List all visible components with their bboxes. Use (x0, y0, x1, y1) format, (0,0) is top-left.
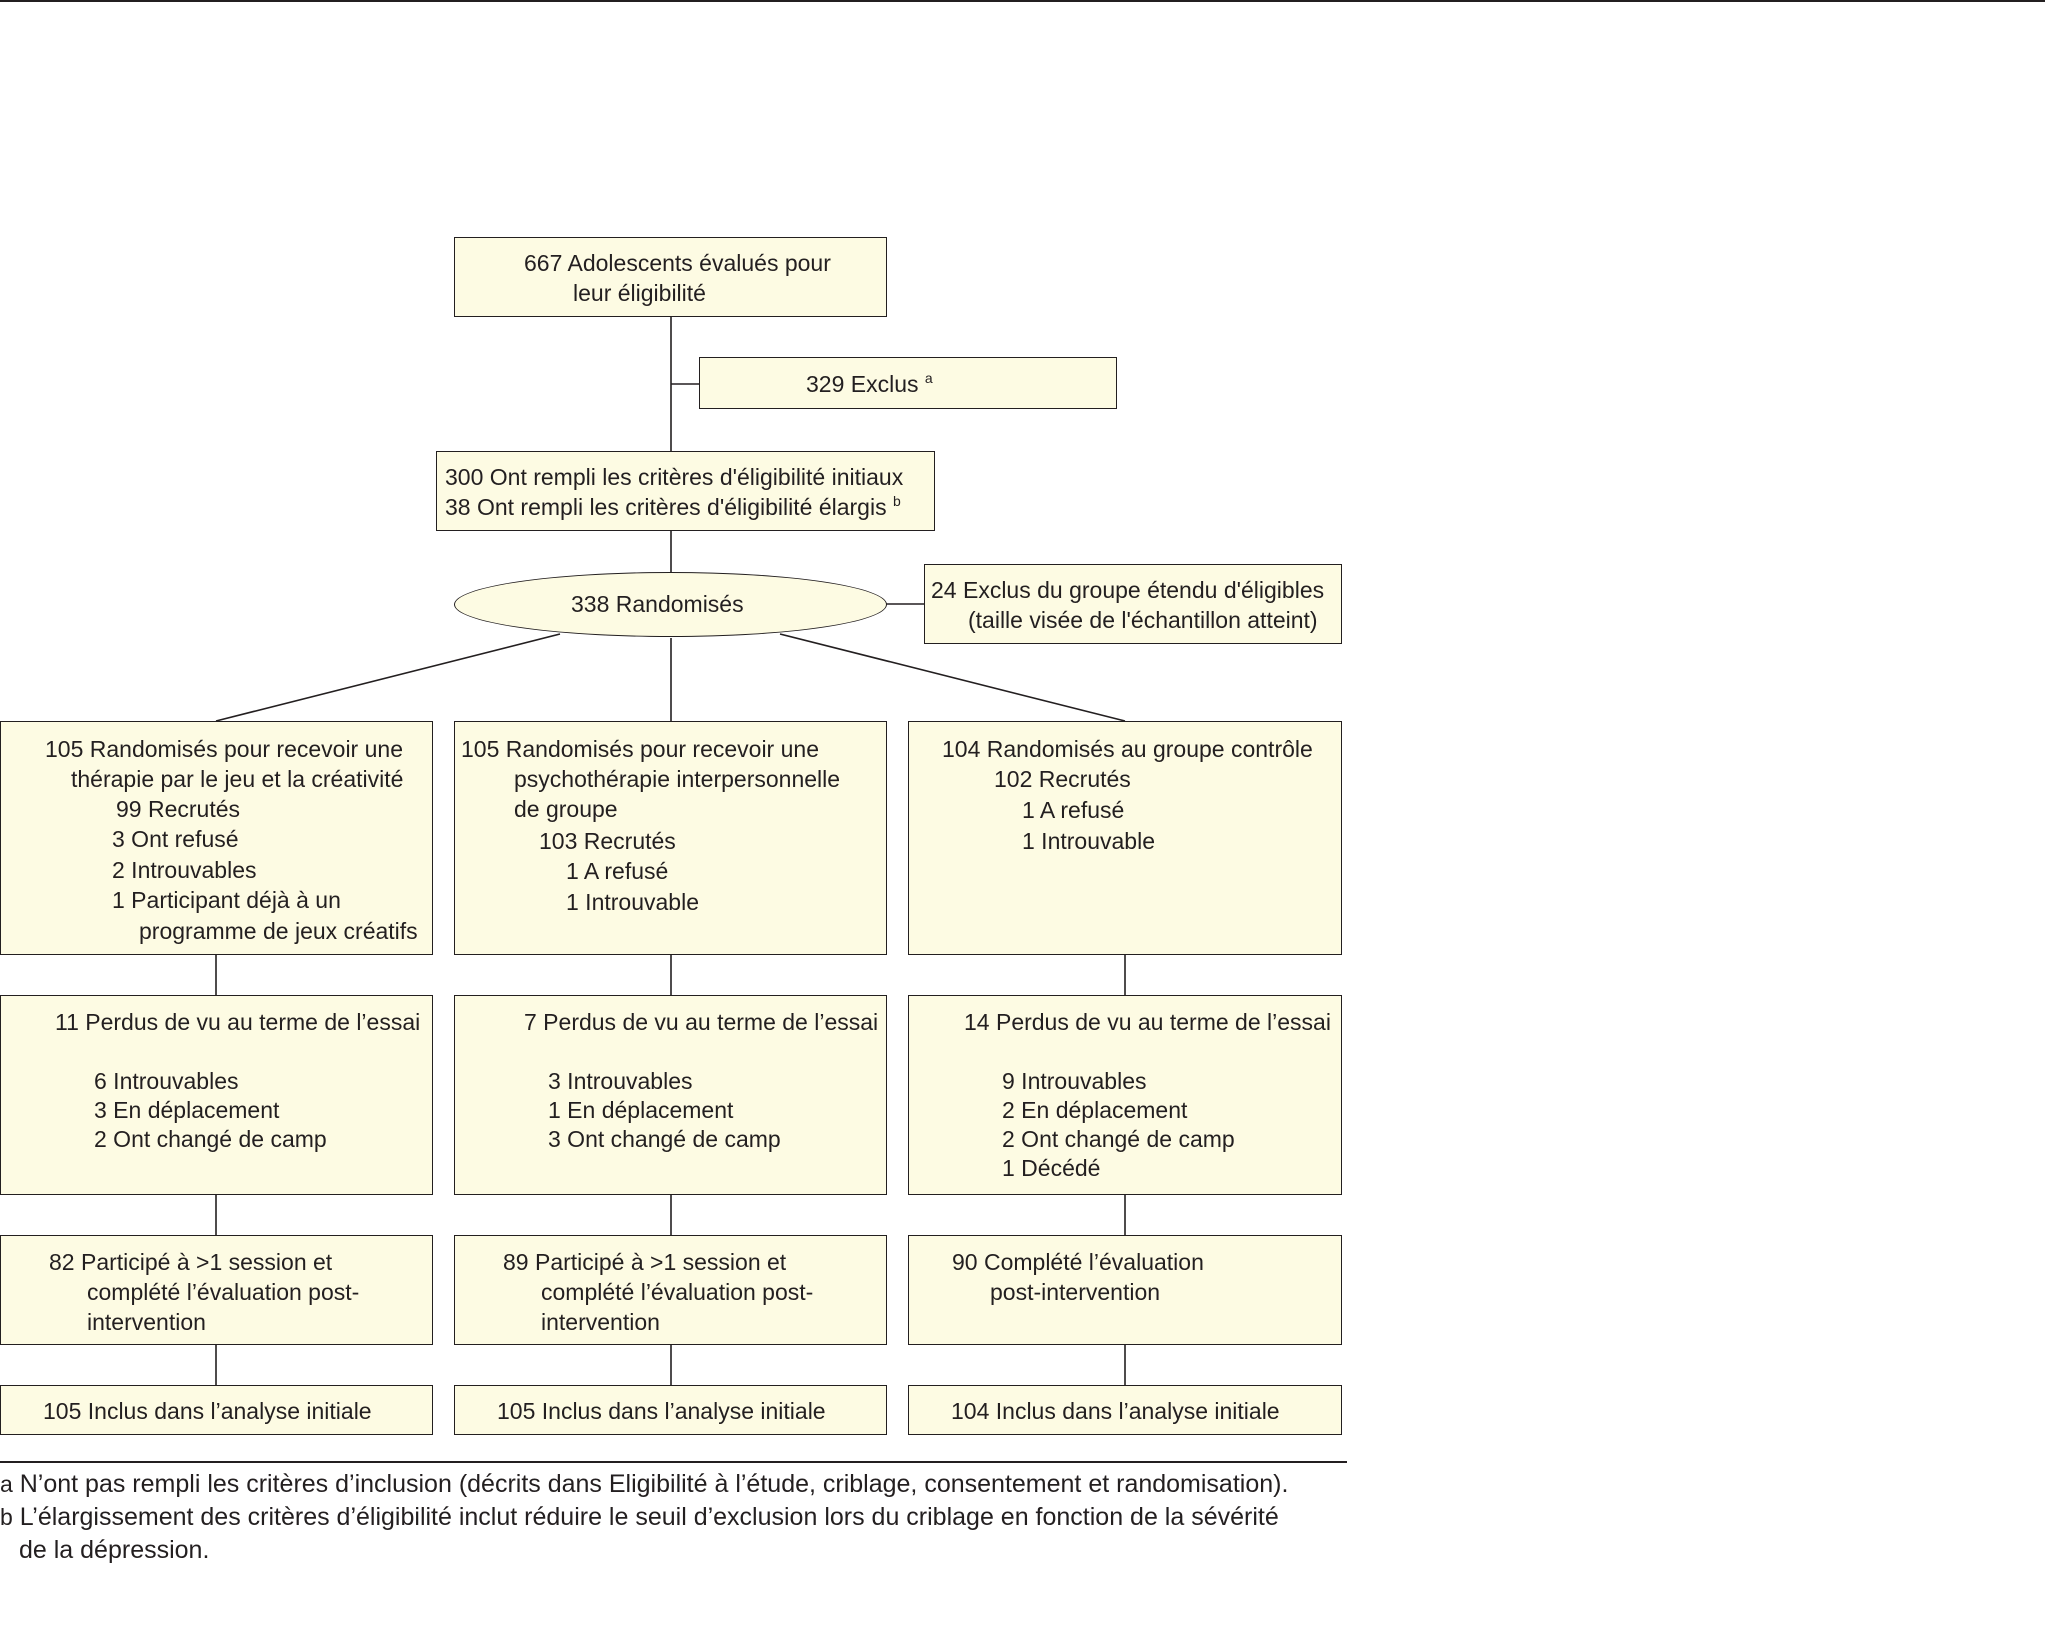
randomized-text: 338 Randomisés (571, 591, 744, 617)
arm2-allocation-line: 1 Introuvable (566, 889, 699, 915)
arm1-allocation-line: 3 Ont refusé (112, 826, 239, 852)
excluded-pool-line2: (taille visée de l'échantillon atteint) (968, 607, 1318, 633)
eligible-footnote-mark: b (892, 493, 901, 509)
arm2-lost-line: 3 Ont changé de camp (548, 1126, 781, 1152)
arm3-participated-box: 90 Complété l’évaluation post-interventi… (908, 1235, 1342, 1345)
arm1-participated-box: 82 Participé à >1 session et complété l’… (0, 1235, 433, 1345)
arm1-participated-line: complété l’évaluation post- (87, 1279, 360, 1305)
arm2-allocation-line: 1 A refusé (566, 858, 669, 884)
arm2-allocation-line: psychothérapie interpersonnelle (514, 766, 841, 792)
arm1-participated-line: intervention (87, 1309, 206, 1335)
eligible-line2: 38 Ont rempli les critères d'éligibilité… (445, 493, 901, 520)
footnote-a-text: N’ont pas rempli les critères d’inclusio… (19, 1470, 1289, 1498)
arm3-lost-line: 9 Introuvables (1002, 1068, 1147, 1094)
arm3-participated-line: post-intervention (990, 1279, 1161, 1305)
arm3-lost-box: 14 Perdus de vu au terme de l’essai 9 In… (908, 995, 1342, 1195)
excluded-text: 329 Exclus a (806, 370, 933, 397)
arm3-participated-line: 90 Complété l’évaluation (952, 1249, 1204, 1275)
arm3-allocation-line: 102 Recrutés (994, 766, 1131, 792)
randomized-ellipse: 338 Randomisés (454, 572, 887, 637)
assessed-line2: leur éligibilité (573, 280, 706, 306)
footnote-b: b L’élargissement des critères d’éligibi… (0, 1501, 1279, 1534)
arm2-allocation-box: 105 Randomisés pour recevoir une psychot… (454, 721, 887, 955)
arm3-lost-line: 1 Décédé (1002, 1155, 1101, 1181)
arm1-allocation-line: 105 Randomisés pour recevoir une (45, 736, 403, 762)
arm2-allocation-line: de groupe (514, 796, 618, 822)
arm3-lost-line: 2 En déplacement (1002, 1097, 1188, 1123)
assessed-box: 667 Adolescents évalués pour leur éligib… (454, 237, 887, 317)
arm3-analysed-box: 104 Inclus dans l’analyse initiale (908, 1385, 1342, 1435)
arm1-allocation-line: thérapie par le jeu et la créativité (71, 766, 404, 792)
arm3-lost-line: 2 Ont changé de camp (1002, 1126, 1235, 1152)
arm2-participated-line: intervention (541, 1309, 660, 1335)
arm1-lost-line: 6 Introuvables (94, 1068, 239, 1094)
arm1-allocation-line: 1 Participant déjà à un (112, 887, 341, 913)
footnote-b-text: L’élargissement des critères d’éligibili… (19, 1503, 1279, 1531)
arm3-allocation-line: 1 A refusé (1022, 797, 1125, 823)
arm2-allocation-line: 103 Recrutés (539, 828, 676, 854)
footnote-b-continuation: de la dépression. (19, 1536, 210, 1564)
arm1-allocation-line: 99 Recrutés (116, 796, 241, 822)
arm3-allocation-box: 104 Randomisés au groupe contrôle 102 Re… (908, 721, 1342, 955)
arm1-participated-line: 82 Participé à >1 session et (49, 1249, 333, 1275)
arm1-lost-line: 2 Ont changé de camp (94, 1126, 327, 1152)
footnote-a: a N’ont pas rempli les critères d’inclus… (0, 1468, 1288, 1501)
assessed-line1: 667 Adolescents évalués pour (524, 250, 831, 276)
excluded-footnote-mark: a (924, 370, 933, 386)
arm2-participated-line: 89 Participé à >1 session et (503, 1249, 787, 1275)
arm2-analysed-text: 105 Inclus dans l’analyse initiale (497, 1398, 826, 1424)
arm3-allocation-line: 104 Randomisés au groupe contrôle (942, 736, 1313, 762)
arm1-lost-line: 3 En déplacement (94, 1097, 280, 1123)
excluded-pool-line1: 24 Exclus du groupe étendu d'éligibles (931, 577, 1325, 603)
arm2-participated-box: 89 Participé à >1 session et complété l’… (454, 1235, 887, 1345)
arm3-allocation-line: 1 Introuvable (1022, 828, 1155, 854)
excluded-pool-box: 24 Exclus du groupe étendu d'éligibles (… (924, 564, 1342, 644)
arm2-lost-line: 1 En déplacement (548, 1097, 734, 1123)
arm2-allocation-line: 105 Randomisés pour recevoir une (461, 736, 819, 762)
connector-randomized-arm1 (215, 633, 561, 722)
arm3-analysed-text: 104 Inclus dans l’analyse initiale (951, 1398, 1280, 1424)
eligible-line1: 300 Ont rempli les critères d'éligibilit… (445, 464, 904, 490)
top-rule (0, 0, 2045, 2)
arm2-analysed-box: 105 Inclus dans l’analyse initiale (454, 1385, 887, 1435)
arm1-allocation-line: programme de jeux créatifs (139, 918, 418, 944)
arm1-lost-line: 11 Perdus de vu au terme de l’essai (55, 1009, 421, 1035)
footnote-rule (0, 1461, 1347, 1463)
footnote-b-mark: b (0, 1504, 13, 1530)
arm1-analysed-box: 105 Inclus dans l’analyse initiale (0, 1385, 433, 1435)
arm2-lost-box: 7 Perdus de vu au terme de l’essai 3 Int… (454, 995, 887, 1195)
arm3-lost-line: 14 Perdus de vu au terme de l’essai (964, 1009, 1331, 1035)
arm1-allocation-line: 2 Introuvables (112, 857, 257, 883)
arm2-participated-line: complété l’évaluation post- (541, 1279, 814, 1305)
eligible-box: 300 Ont rempli les critères d'éligibilit… (436, 451, 935, 531)
connector-randomized-arm3 (779, 633, 1126, 722)
arm2-lost-line: 3 Introuvables (548, 1068, 693, 1094)
arm1-allocation-box: 105 Randomisés pour recevoir une thérapi… (0, 721, 433, 955)
footnote-a-mark: a (0, 1471, 13, 1497)
excluded-box: 329 Exclus a (699, 357, 1117, 409)
arm1-lost-box: 11 Perdus de vu au terme de l’essai 6 In… (0, 995, 433, 1195)
arm1-analysed-text: 105 Inclus dans l’analyse initiale (43, 1398, 372, 1424)
arm2-lost-line: 7 Perdus de vu au terme de l’essai (524, 1009, 879, 1035)
